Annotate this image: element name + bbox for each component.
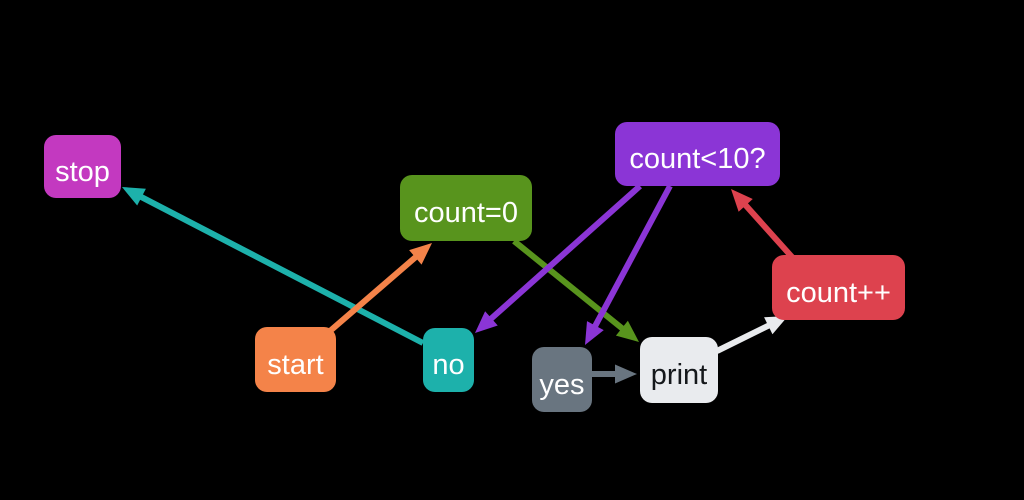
arrowhead-condition-to-yes bbox=[585, 321, 604, 345]
edge-condition-to-yes bbox=[588, 184, 673, 335]
edge-condition-to-no bbox=[483, 183, 642, 326]
edge-no-to-stop bbox=[133, 190, 425, 346]
arrowhead-count-init-to-print bbox=[615, 320, 639, 342]
node-label-increment: count++ bbox=[786, 276, 891, 309]
node-no: no bbox=[423, 328, 474, 392]
arrowhead-no-to-stop bbox=[122, 187, 146, 206]
node-label-start: start bbox=[267, 348, 324, 381]
edge-print-to-increment bbox=[715, 319, 777, 354]
node-count-init: count=0 bbox=[400, 175, 532, 241]
node-condition: count<10? bbox=[615, 122, 780, 186]
node-increment: count++ bbox=[772, 255, 905, 320]
edge-start-to-count-init bbox=[328, 249, 424, 334]
node-print: print bbox=[640, 337, 718, 403]
node-label-stop: stop bbox=[55, 155, 110, 188]
node-start: start bbox=[255, 327, 336, 392]
arrowhead-print-to-increment bbox=[764, 316, 788, 335]
node-label-no: no bbox=[432, 349, 465, 381]
node-label-yes: yes bbox=[539, 368, 585, 401]
node-label-count-init: count=0 bbox=[413, 197, 518, 229]
node-label-print: print bbox=[650, 359, 708, 391]
arrowhead-condition-to-no bbox=[475, 311, 498, 333]
arrowhead-start-to-count-init bbox=[409, 243, 432, 265]
edge-count-init-to-print bbox=[512, 238, 630, 336]
arrowhead-yes-to-print bbox=[615, 364, 637, 384]
node-stop: stop bbox=[44, 135, 121, 198]
node-label-condition: count<10? bbox=[629, 143, 766, 175]
edge-increment-to-condition bbox=[738, 197, 795, 260]
arrowhead-increment-to-condition bbox=[731, 189, 753, 212]
node-yes: yes bbox=[532, 347, 592, 412]
